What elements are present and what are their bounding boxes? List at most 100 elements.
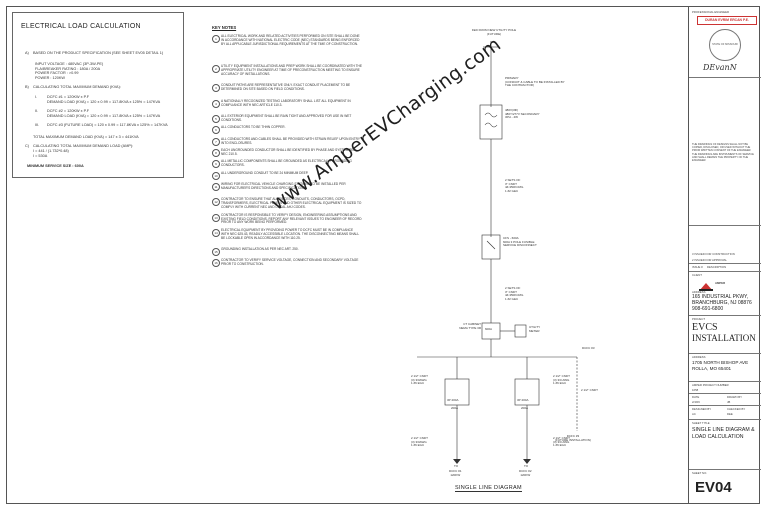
divider-9 <box>689 405 761 406</box>
disconnect-label: CFS - 600A 600A 3 POLE FUSIBLE SERVICE D… <box>503 236 537 248</box>
client-head: CLIENT <box>692 273 702 277</box>
divider-11 <box>689 469 761 470</box>
dcfc-3-stub-label: DCFC #3 <box>582 346 595 350</box>
designed-value: AC <box>692 412 696 416</box>
project-head: PROJECT <box>692 317 706 321</box>
disclaimer: THE DRAWINGS OF DESIGNS SHALL NOT BE COP… <box>692 143 754 163</box>
load-calculation-box: ELECTRICAL LOAD CALCULATION A) BASED ON … <box>12 12 184 178</box>
designed-label: DESIGNED BY <box>692 407 712 411</box>
spec-2: FLA/BREAKER RATING : 180A / 200A <box>35 66 101 71</box>
site-address-1: 1705 NORTH BISHOP AVE <box>692 360 749 365</box>
key-note-number: 11 <box>212 183 220 192</box>
min-service: MINIMUM SERVICE SIZE : 600A <box>27 164 84 168</box>
spec-4: POWER : 120KW <box>35 75 65 80</box>
section-c-text: CALCULATING TOTAL MAXIMUM DEMAND LOAD (A… <box>33 144 134 148</box>
rev-head-issue: ISSUE # <box>692 265 703 269</box>
branch-1-fuse-label: 200A <box>451 406 459 410</box>
b-item-2-line2: DEMAND LOAD (KVA) = 120 x 0.99 = 117.8KV… <box>47 113 161 118</box>
dcfc-2-label: DCFC #2 120KW <box>519 469 532 477</box>
rev-head-desc: DESCRIPTION <box>707 265 727 269</box>
divider-1 <box>689 77 761 78</box>
key-note-number: 5 <box>212 114 220 123</box>
key-note-text: ALL ELECTRICAL WORK AND RELATED ACTIVITI… <box>221 34 360 46</box>
key-note-number: 2 <box>212 65 220 74</box>
run-1-label: 2 SETS OF 3" CNDT 4#-350KCMIL 1 #2 GEC <box>505 178 524 193</box>
b-item-1-line1: DCFC #1 = 120KW x P.F <box>47 95 90 99</box>
spec-1: INPUT VOLTAGE : 480VAC (3P-3W-PE) <box>35 62 104 66</box>
key-note-text: UTILITY EQUIPMENT INSTALLATIONS AND PREP… <box>221 64 362 77</box>
sheet-number-label: SHEET NO. <box>692 471 708 475</box>
service-disconnect-box <box>481 234 501 260</box>
divider-4 <box>689 271 761 272</box>
dcfc-2-to: TO <box>524 464 529 468</box>
transformer-box <box>479 104 503 140</box>
sheet-title-label: SHEET TITLE <box>692 421 710 425</box>
key-note-number: 3 <box>212 84 220 93</box>
section-a-text: BASED ON THE PRODUCT SPECIFICATION (SEE … <box>33 51 164 55</box>
address-head: ADDRESS <box>692 290 706 294</box>
key-note-text: CONTRACTOR TO ENSURE THAT ALL PIECES, CO… <box>221 197 362 210</box>
dcfc-1-arrow <box>453 459 461 464</box>
feed-label: FED FROM NEW UTILITY POLE (FUTURE) <box>471 28 517 36</box>
panel-size-label: 600A <box>485 327 493 331</box>
ct-cabinet-label: CT CABINET NEMA TYPE 3R <box>459 322 481 330</box>
section-a-label: A) <box>25 51 29 55</box>
sheet-title-1: SINGLE LINE DIAGRAM & <box>692 427 755 433</box>
dcfc-1-to: TO <box>454 464 459 468</box>
engineer-seal: STATE OF MISSOURI <box>709 29 741 61</box>
key-note-text: ALL UNDERGROUND CONDUIT TO BE 24 MINIMUM… <box>221 170 309 175</box>
key-note-text: CONTRACTOR TO VERIFY SERVICE VOLTAGE, CO… <box>221 258 359 267</box>
divider-10 <box>689 419 761 420</box>
amper-logo-label: AMPER <box>715 281 726 285</box>
c-line-1: I = 441 / (1.732*0.48) <box>33 149 69 153</box>
branch-1-bottom-label: 2 1/2" CNDT (3) 3/0AWG 1 #6 EGC <box>411 436 428 448</box>
branch-2-conduit-label: 2 1/2" CNDT (3) 3/0 AWG 1 #6 EGC <box>553 374 570 386</box>
project-line-2: INSTALLATION <box>692 333 756 343</box>
total-demand: TOTAL MAXIMUM DEMAND LOAD (KVA) = 147 x … <box>33 135 139 139</box>
key-note-number: 13 <box>212 213 220 222</box>
project-number: 1658 <box>692 388 699 392</box>
section-b-text: CALCULATING TOTAL MAXIMUM DEMAND (KVA): <box>33 85 121 89</box>
key-note-text: CONDUIT PATHS ARE REPRESENTATIVE ONLY. E… <box>221 83 351 92</box>
dcfc-1-label: DCFC #1 120KW <box>449 469 462 477</box>
spec-3: POWER FACTOR : >0.99 <box>35 71 79 75</box>
key-note-text: A NATIONALLY RECOGNIZED TESTING LABORATO… <box>221 98 351 107</box>
key-note-text: ALL METALLIC COMPONENTS SHALL BE GROUNDE… <box>221 159 352 168</box>
disconnect-switch <box>486 240 496 250</box>
b-item-2-line1: DCFC #2 = 120KW x P.F <box>47 109 90 113</box>
key-note-number: 7 <box>212 137 220 146</box>
section-c-label: C) <box>25 144 30 148</box>
diagram-title: SINGLE LINE DIAGRAM <box>455 485 522 492</box>
checked-label: CHECKED BY <box>727 407 746 411</box>
key-note-text: ALL CONDUCTORS TO BE THHN COPPER. <box>221 125 286 130</box>
key-note-number: 14 <box>212 228 220 237</box>
primary-label: PRIMARY (CONDUIT & CABLE TO BE INSTALLED… <box>505 76 565 88</box>
drawn-value: JB <box>727 400 731 404</box>
date-value: 2/4/06 <box>692 400 700 404</box>
section-b-label: B) <box>25 85 29 89</box>
key-note-number: 10 <box>212 171 220 180</box>
amper-logo-icon <box>699 278 713 291</box>
drawn-label: DRAWN BY <box>727 395 742 399</box>
divider-6 <box>689 353 761 354</box>
transformer-coil-1 <box>484 112 498 118</box>
prof-eng-label: PROFESSIONAL ENGINEER <box>692 10 730 14</box>
project-number-label: AMPER PROJECT NUMBER <box>692 383 729 387</box>
divider-7 <box>689 381 761 382</box>
key-note-number: 1 <box>212 35 220 43</box>
engineer-signature: DEvanN <box>703 63 737 72</box>
divider-8 <box>689 393 761 394</box>
key-note-number: 9 <box>212 160 220 169</box>
rev-1: 3 ISSUED FOR CONSTRUCTION <box>692 252 735 256</box>
